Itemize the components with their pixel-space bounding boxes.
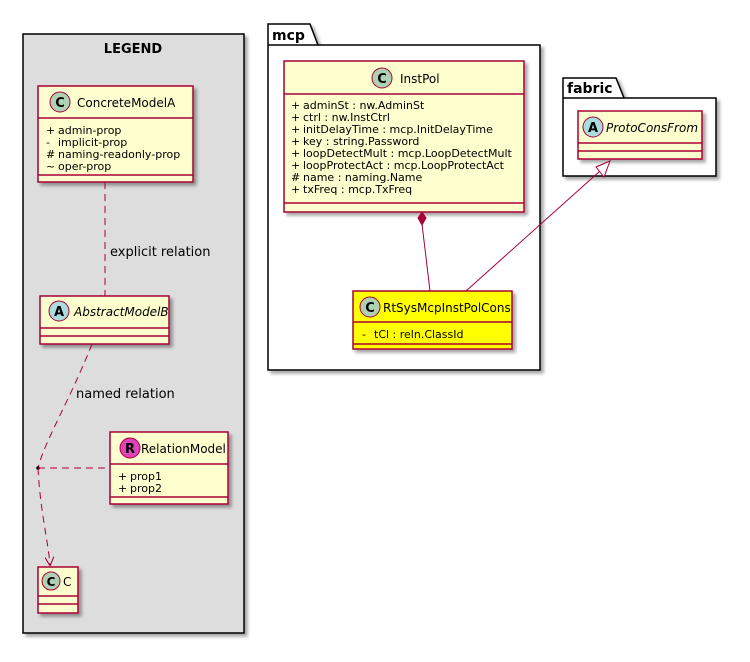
class-name: InstPol (400, 72, 440, 86)
class-stereotype-icon (371, 67, 393, 89)
composition-edge (417, 211, 431, 292)
attr-visibility: + (291, 135, 300, 148)
attr-text: ctrl : nw.InstCtrl (303, 111, 390, 124)
package-fabric-name: fabric (567, 81, 613, 97)
stereotype-letter: C (47, 575, 56, 589)
stereotype-letter: A (54, 305, 64, 320)
inheritance-edge (465, 160, 611, 292)
attr-visibility: + (291, 111, 300, 124)
abstract-stereotype-icon (582, 116, 604, 138)
inst-pol-attributes: + adminSt : nw.AdminSt + ctrl : nw.InstC… (291, 99, 513, 196)
attr-visibility: + (291, 123, 300, 136)
attr-visibility: + (46, 124, 55, 137)
relation-stereotype-icon (119, 437, 141, 459)
attr-text: name : naming.Name (303, 171, 423, 184)
named-relation-edge: named relation (36, 343, 175, 565)
attr-visibility: + (291, 99, 300, 112)
attr-text: loopProtectAct : mcp.LoopProtectAct (303, 159, 505, 172)
stereotype-letter: C (365, 301, 375, 316)
attr-text: txFreq : mcp.TxFreq (303, 183, 412, 196)
abstract-model-class[interactable]: A AbstractModelB (39, 295, 170, 345)
composition-diamond-icon (417, 211, 427, 227)
c-model-class[interactable]: C C (37, 566, 79, 614)
inst-pol-class[interactable]: C InstPol + adminSt : nw.AdminSt + ctrl … (283, 60, 525, 213)
attr-text: tCl : reln.ClassId (374, 328, 464, 341)
attr-visibility: + (291, 183, 300, 196)
class-name: ConcreteModelA (77, 96, 176, 110)
class-name: ProtoConsFrom (606, 121, 698, 135)
attr-visibility: # (291, 171, 300, 184)
legend-title: LEGEND (104, 42, 163, 57)
class-name: RtSysMcpInstPolCons (383, 301, 511, 315)
class-stereotype-icon (41, 571, 61, 591)
rt-sys-mcp-inst-pol-cons-class[interactable]: C RtSysMcpInstPolCons - tCl : reln.Class… (352, 290, 513, 350)
attr-text: oper-prop (58, 160, 111, 173)
concrete-model-class[interactable]: C ConcreteModelA + admin-prop - implicit… (37, 85, 194, 183)
proto-cons-from-class[interactable]: A ProtoConsFrom (577, 110, 703, 160)
stereotype-letter: C (377, 72, 387, 87)
abstract-stereotype-icon (48, 300, 70, 322)
relation-model-class[interactable]: R RelationModel + prop1 + prop2 (109, 431, 229, 505)
attr-text: prop1 (130, 470, 162, 483)
attr-visibility: - (362, 328, 366, 341)
class-name: C (63, 575, 71, 589)
attr-text: loopDetectMult : mcp.LoopDetectMult (303, 147, 513, 160)
attr-visibility: ~ (46, 160, 55, 173)
explicit-relation-label: explicit relation (110, 245, 210, 260)
attr-text: initDelayTime : mcp.InitDelayTime (303, 123, 493, 136)
class-name: RelationModel (141, 442, 226, 456)
class-stereotype-icon (359, 296, 381, 318)
explicit-relation-edge: explicit relation (105, 182, 210, 303)
attr-visibility: + (118, 470, 127, 483)
attr-visibility: + (118, 482, 127, 495)
attr-text: naming-readonly-prop (58, 148, 180, 161)
class-name: AbstractModelB (73, 305, 169, 319)
stereotype-letter: R (125, 442, 135, 457)
attr-text: implicit-prop (58, 136, 127, 149)
attr-visibility: # (46, 148, 55, 161)
attr-text: admin-prop (58, 124, 121, 137)
attr-visibility: + (291, 159, 300, 172)
attr-visibility: - (46, 136, 50, 149)
stereotype-letter: C (55, 96, 65, 111)
class-stereotype-icon (49, 91, 71, 113)
attr-text: key : string.Password (303, 135, 419, 148)
package-mcp-name: mcp (272, 28, 305, 44)
stereotype-letter: A (588, 121, 598, 136)
named-relation-label: named relation (76, 387, 175, 402)
attr-text: prop2 (130, 482, 162, 495)
attr-visibility: + (291, 147, 300, 160)
attr-text: adminSt : nw.AdminSt (303, 99, 425, 112)
inheritance-triangle-icon (595, 160, 611, 178)
